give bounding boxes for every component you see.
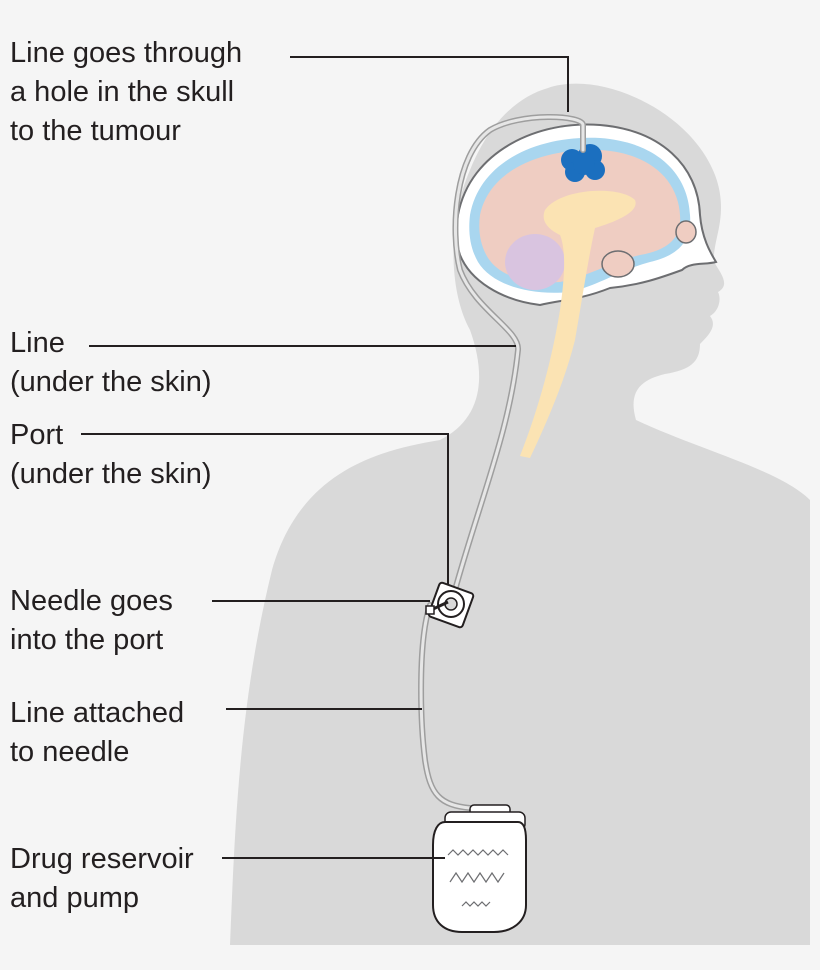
port-icon <box>427 581 475 629</box>
drug-pump-icon <box>432 804 527 933</box>
leader-port <box>81 433 449 585</box>
label-needle-line2: into the port <box>10 624 164 656</box>
label-reservoir-line1: Drug reservoir <box>10 843 194 875</box>
body-silhouette <box>230 83 810 945</box>
leader-tumour <box>290 56 569 112</box>
label-tumour-line1: Line goes through <box>10 37 243 69</box>
label-line-under-skin-line2: (under the skin) <box>10 366 212 398</box>
brainstem <box>520 190 636 458</box>
label-reservoir-line2: and pump <box>10 882 139 914</box>
label-line-under-skin: Line (under the skin) <box>10 324 212 402</box>
needle-icon <box>425 600 449 615</box>
sinus-sphenoid <box>601 250 635 278</box>
label-port-line1: Port <box>10 419 64 451</box>
label-tumour-line3: to the tumour <box>10 115 181 147</box>
label-line-attached-line1: Line attached <box>10 697 185 729</box>
label-needle: Needle goes into the port <box>10 582 173 660</box>
leader-lines <box>81 56 569 859</box>
label-port: Port (under the skin) <box>10 416 212 494</box>
label-port-line2: (under the skin) <box>10 458 212 490</box>
label-line-attached-line2: to needle <box>10 736 130 768</box>
cerebellum <box>505 234 565 290</box>
label-line-under-skin-line1: Line <box>10 327 65 359</box>
label-reservoir: Drug reservoir and pump <box>10 840 194 918</box>
label-tumour-line2: a hole in the skull <box>10 76 235 108</box>
sinus-frontal <box>675 220 697 244</box>
label-tumour: Line goes through a hole in the skull to… <box>10 34 242 151</box>
label-line-attached: Line attached to needle <box>10 694 184 772</box>
label-needle-line1: Needle goes <box>10 585 173 617</box>
